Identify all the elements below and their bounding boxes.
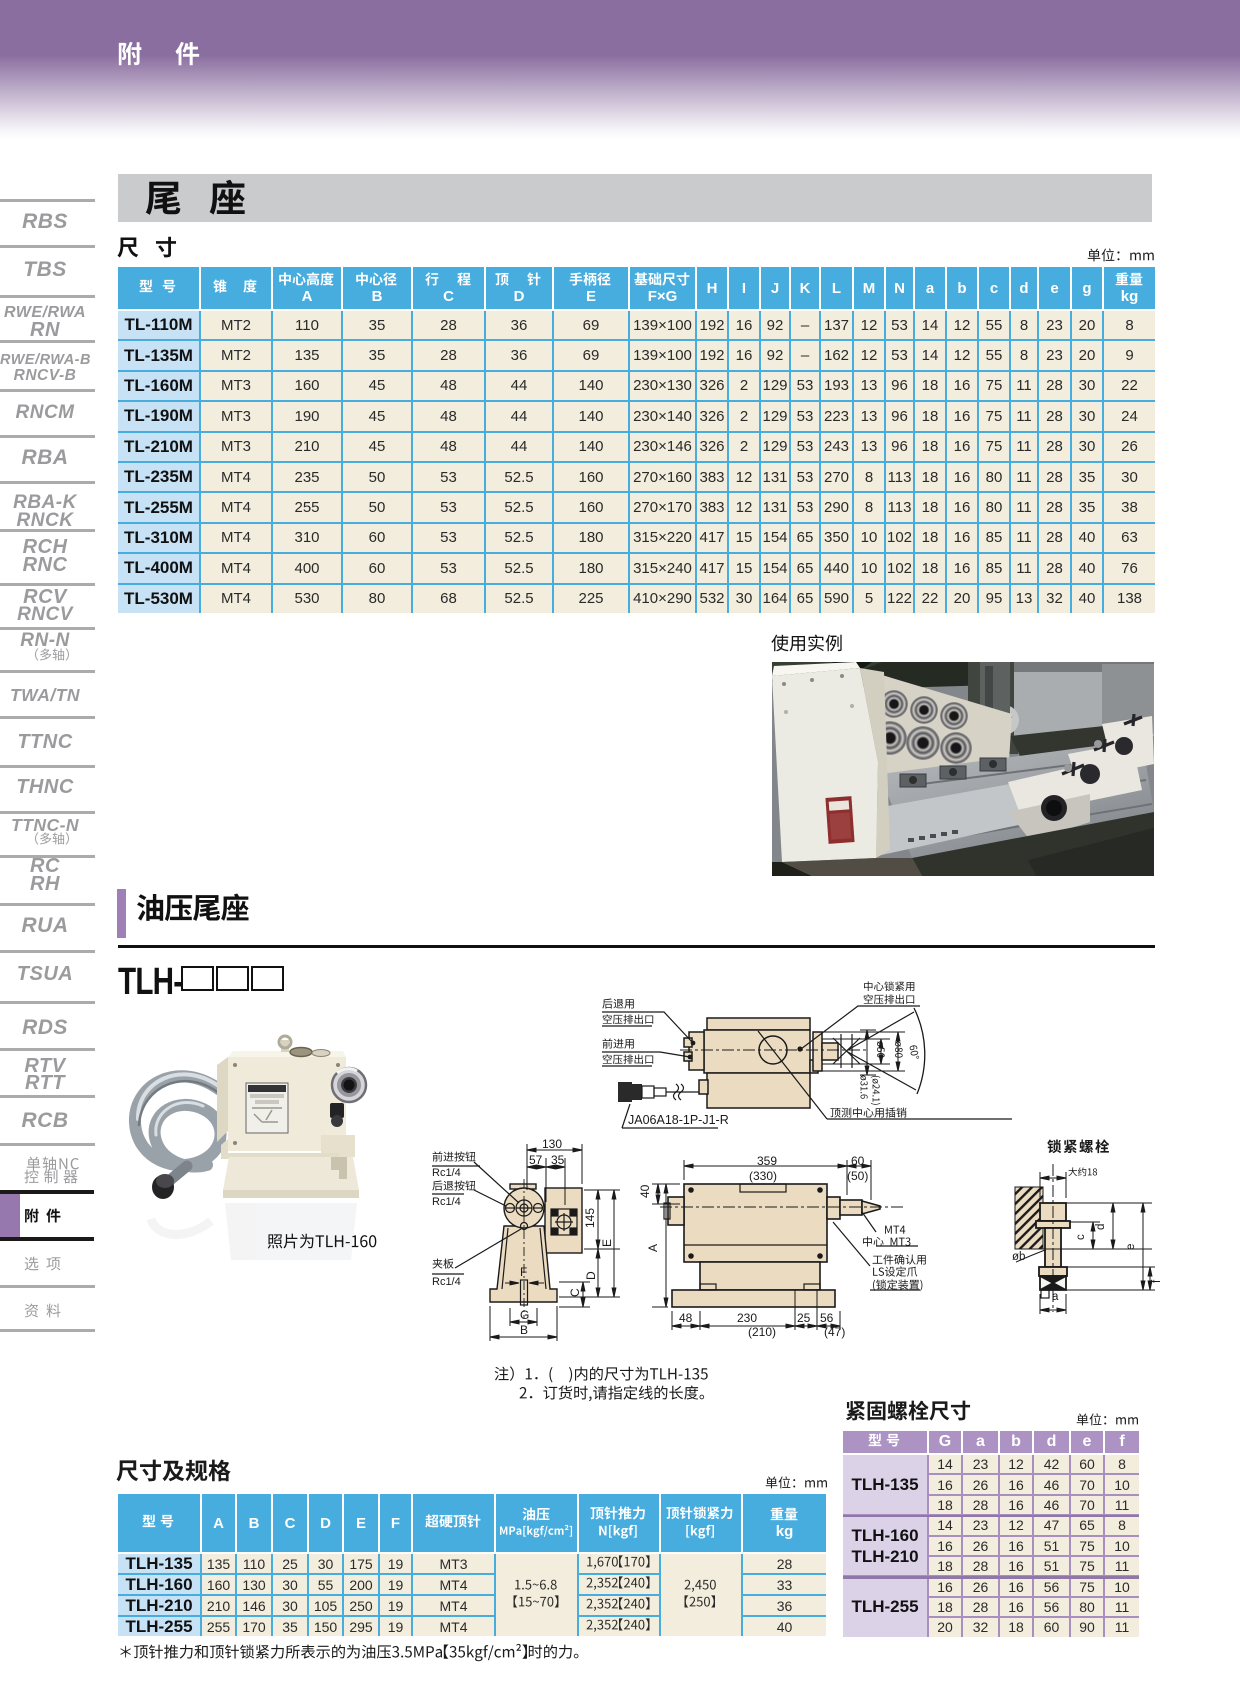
svg-text:57: 57: [529, 1153, 543, 1167]
svg-text:D: D: [584, 1271, 598, 1280]
svg-text:(47): (47): [824, 1325, 845, 1339]
svg-text:(50): (50): [847, 1169, 868, 1183]
svg-text:130: 130: [542, 1137, 562, 1151]
svg-text:øb: øb: [1012, 1251, 1025, 1263]
svg-text:145: 145: [583, 1208, 597, 1228]
svg-text:c: c: [1075, 1234, 1087, 1240]
svg-text:35: 35: [551, 1153, 565, 1167]
svg-text:a: a: [1052, 1291, 1059, 1303]
svg-text:40: 40: [638, 1184, 652, 1198]
svg-text:B: B: [520, 1323, 528, 1337]
svg-text:60: 60: [851, 1154, 865, 1168]
svg-text:G: G: [520, 1308, 529, 1322]
svg-text:25: 25: [797, 1311, 811, 1325]
svg-text:E: E: [600, 1239, 614, 1247]
svg-text:(330): (330): [749, 1169, 777, 1183]
svg-text:(210): (210): [748, 1325, 776, 1339]
svg-text:48: 48: [679, 1311, 693, 1325]
svg-text:C: C: [568, 1288, 582, 1297]
svg-text:d: d: [1095, 1224, 1107, 1230]
svg-text:359: 359: [757, 1154, 777, 1168]
svg-text:A: A: [646, 1244, 660, 1252]
svg-text:f: f: [1151, 1279, 1163, 1283]
svg-text:JA06A18-1P-J1-R: JA06A18-1P-J1-R: [628, 1113, 729, 1127]
svg-text:56: 56: [820, 1311, 834, 1325]
svg-text:F: F: [520, 1265, 527, 1279]
svg-text:e: e: [1125, 1244, 1137, 1250]
svg-text:230: 230: [737, 1311, 757, 1325]
